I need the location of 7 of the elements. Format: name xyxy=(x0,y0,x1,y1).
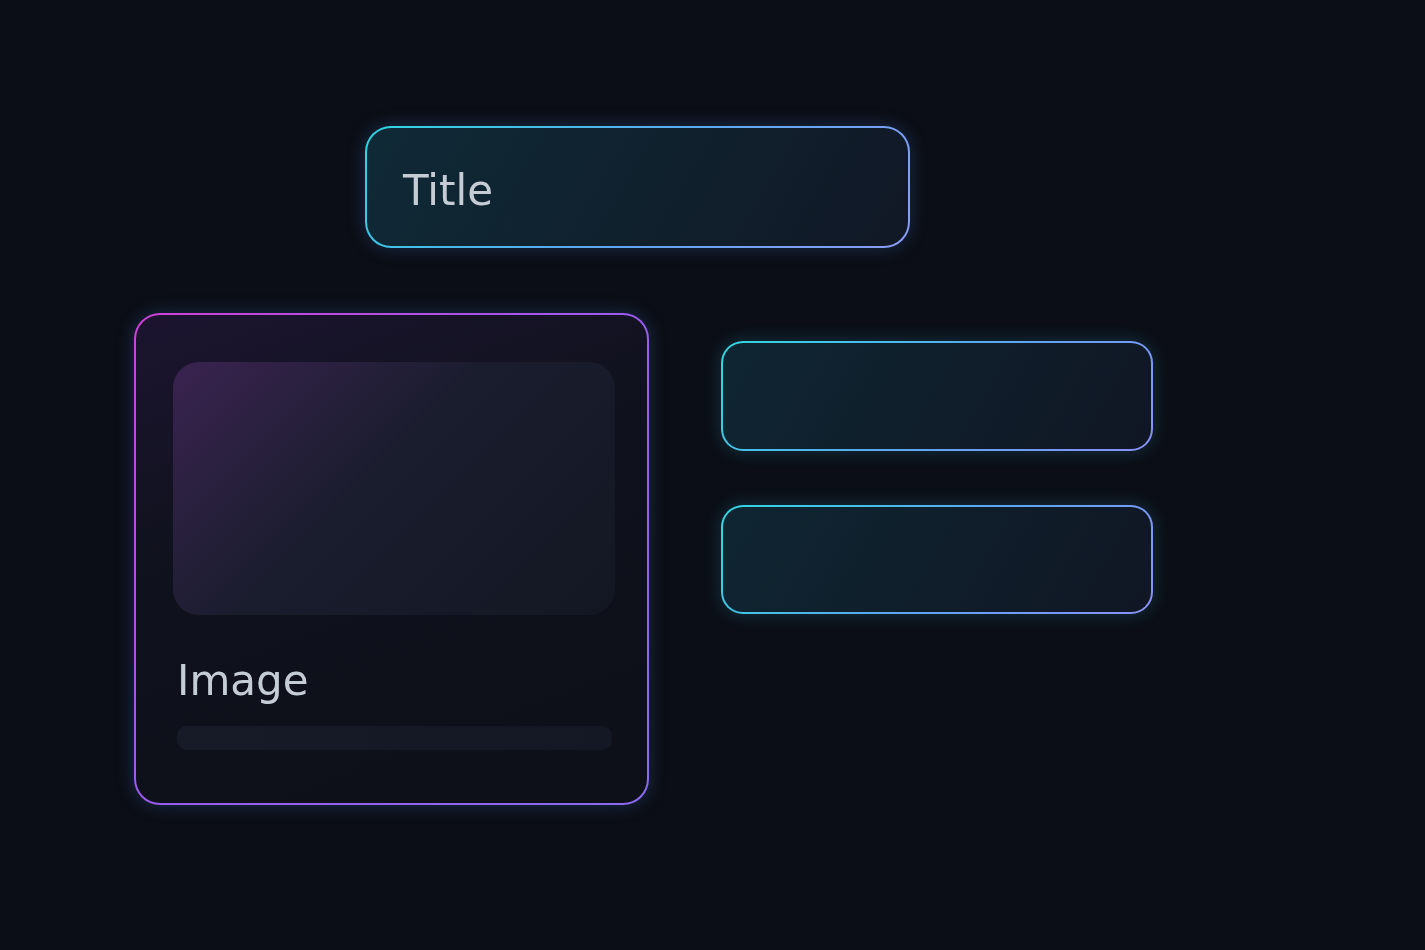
content-card xyxy=(721,341,1153,451)
card-heading: Image xyxy=(177,660,309,702)
title-card xyxy=(365,126,910,248)
image-placeholder xyxy=(173,362,615,615)
content-card xyxy=(721,505,1153,614)
image-card xyxy=(134,313,649,805)
title-text: Title xyxy=(403,170,493,212)
